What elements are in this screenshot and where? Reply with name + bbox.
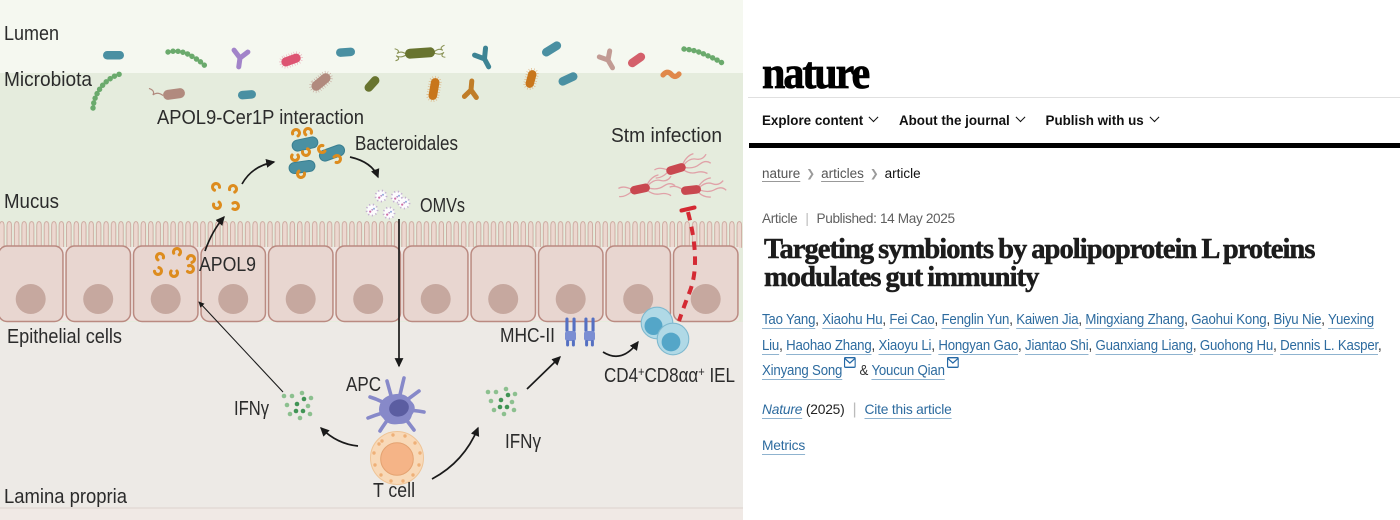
svg-text:Epithelial cells: Epithelial cells — [7, 326, 122, 348]
svg-text:CD4+CD8αα+ IEL: CD4+CD8αα+ IEL — [604, 364, 735, 387]
svg-text:IFNγ: IFNγ — [505, 431, 541, 453]
svg-text:T cell: T cell — [373, 480, 415, 502]
svg-text:OMVs: OMVs — [420, 195, 465, 217]
svg-text:APOL9: APOL9 — [199, 254, 256, 276]
svg-text:MHC-II: MHC-II — [500, 325, 555, 347]
svg-text:Lumen: Lumen — [4, 23, 59, 45]
svg-text:Bacteroidales: Bacteroidales — [355, 133, 458, 155]
svg-text:IFNγ: IFNγ — [234, 398, 269, 420]
svg-text:Mucus: Mucus — [4, 191, 59, 213]
svg-text:APOL9-Cer1P interaction: APOL9-Cer1P interaction — [157, 107, 364, 129]
svg-text:Stm infection: Stm infection — [611, 125, 722, 147]
svg-text:Lamina propria: Lamina propria — [4, 486, 128, 508]
svg-text:APC: APC — [346, 374, 381, 396]
svg-text:Microbiota: Microbiota — [4, 69, 93, 91]
